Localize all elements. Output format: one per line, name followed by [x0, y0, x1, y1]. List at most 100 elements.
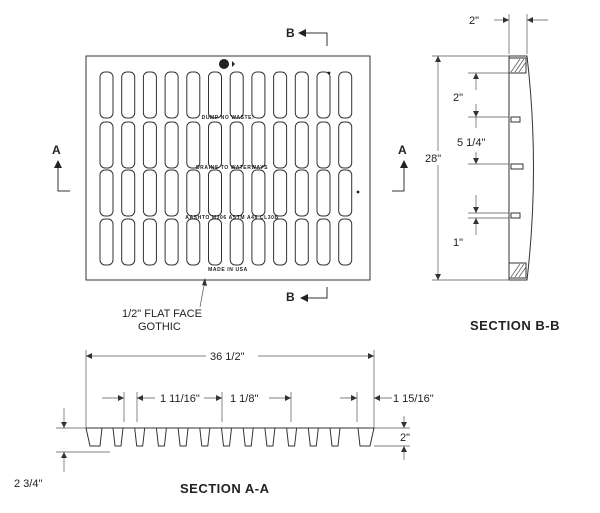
dim-arrow-icon [285, 395, 291, 401]
section-a-bar [134, 427, 146, 447]
grate-slot [99, 121, 114, 169]
grate-slot [186, 71, 201, 119]
section-a-bars [85, 427, 375, 447]
dim-a-left: 1 11/16" [160, 393, 200, 405]
dim-arrow-icon [401, 446, 407, 452]
grate-slot [208, 71, 222, 119]
dim-b-lower: 1" [453, 237, 463, 249]
grate-slot [273, 121, 288, 169]
dim-arrow-icon [368, 353, 374, 359]
dim-arrow-icon [473, 158, 479, 164]
dim-arrow-icon [118, 395, 124, 401]
dim-a-middle: 1 1/8" [230, 393, 258, 405]
dim-arrow-icon [86, 353, 92, 359]
section-a-bar [85, 427, 103, 447]
embossed-text-dump: DUMP NO WASTE! [202, 115, 255, 121]
plan-view: DUMP NO WASTE! DRAINS TO WATERWAYS AASHT… [52, 26, 408, 333]
dim-arrow-icon [435, 274, 441, 280]
section-a-bar [199, 427, 211, 447]
section-arrow-icon [57, 162, 70, 192]
embossed-text-standards: AASHTO M306 ASTM A48 CL30B [185, 215, 279, 221]
grate-slot [294, 169, 309, 217]
dim-arrow-icon [473, 207, 479, 213]
callout-leader-head-icon [202, 278, 207, 286]
dim-a-depth: 2" [400, 432, 410, 444]
grate-slot [142, 121, 157, 169]
section-b-bar [510, 212, 521, 219]
grate-slot [338, 218, 353, 266]
grate-slot [142, 71, 157, 119]
dim-b-top: 2" [469, 15, 479, 27]
section-a-title: SECTION A-A [180, 481, 270, 496]
lift-hole-icon [219, 59, 229, 69]
section-arrow-head-icon [54, 160, 62, 168]
grate-slot [273, 169, 288, 217]
dim-arrow-icon [473, 218, 479, 224]
section-a-bar [286, 427, 298, 447]
section-mark-b-top: B [286, 26, 295, 40]
section-mark-a-right: A [398, 143, 407, 157]
grate-slot [208, 121, 222, 169]
section-a-a: 36 1/2" 1 11/16" 1 1/8" 1 15/16" 2" [14, 349, 434, 496]
dim-arrow-icon [503, 17, 509, 23]
section-arrow-head-icon [400, 160, 408, 168]
section-a-bar [220, 427, 233, 447]
callout-text-line1: 1/2" FLAT FACE [122, 308, 202, 320]
dim-a-total: 2 3/4" [14, 478, 42, 490]
section-b-bar [510, 163, 524, 170]
dim-arrow-icon [401, 422, 407, 428]
grate-slot [251, 71, 266, 119]
section-a-bar [242, 427, 254, 447]
grate-slot [294, 218, 309, 266]
grate-slot [338, 71, 353, 119]
grate-slot [316, 121, 331, 169]
grate-slot [338, 121, 353, 169]
grate-slot [208, 218, 222, 266]
dim-b-upper: 2" [453, 92, 463, 104]
section-a-bar [357, 427, 375, 447]
grate-slot [316, 218, 331, 266]
dim-arrow-icon [61, 422, 67, 428]
grate-slot [164, 218, 179, 266]
section-b-profile [508, 55, 534, 281]
dim-a-right: 1 15/16" [393, 393, 434, 405]
section-b-title: SECTION B-B [470, 318, 560, 333]
grate-slot [164, 121, 179, 169]
grate-slot [316, 71, 331, 119]
grate-slot [273, 71, 288, 119]
embossed-text-drains: DRAINS TO WATERWAYS [196, 165, 268, 171]
grate-slot [99, 218, 114, 266]
grate-slot [164, 169, 179, 217]
dim-b-overall: 28" [425, 153, 441, 165]
dim-arrow-icon [473, 111, 479, 117]
grate-slot [186, 218, 201, 266]
grate-slot [142, 169, 157, 217]
grate-slot [294, 121, 309, 169]
section-a-bar [264, 427, 276, 447]
vent-dot-icon [327, 71, 331, 75]
section-b-b: 2" 28" 2" 5 1/4" 1" SECTION B-B [424, 14, 560, 333]
grate-slot [229, 169, 244, 217]
grate-slot [208, 169, 222, 217]
grate-slot [186, 121, 201, 169]
section-a-bar [307, 427, 319, 447]
section-a-bar [112, 427, 124, 447]
callout-text-line2: GOTHIC [138, 321, 181, 333]
embossed-text-made-in-usa: MADE IN USA [208, 267, 248, 273]
dim-a-overall: 36 1/2" [210, 351, 245, 363]
section-arrow-head-icon [298, 29, 306, 37]
grate-outline [85, 55, 371, 281]
section-b-bar [510, 116, 521, 123]
lift-hole-notch-icon [232, 61, 235, 67]
section-a-bar [329, 427, 341, 447]
grate-slot [99, 71, 114, 119]
grate-slot [229, 71, 244, 119]
grate-slot [121, 71, 136, 119]
section-a-bar [177, 427, 189, 447]
dim-arrow-icon [216, 395, 222, 401]
dim-arrow-icon [527, 17, 533, 23]
dim-arrow-icon [435, 56, 441, 62]
dim-b-spacing: 5 1/4" [457, 137, 485, 149]
grate-slot [186, 169, 201, 217]
grate-slot [121, 218, 136, 266]
